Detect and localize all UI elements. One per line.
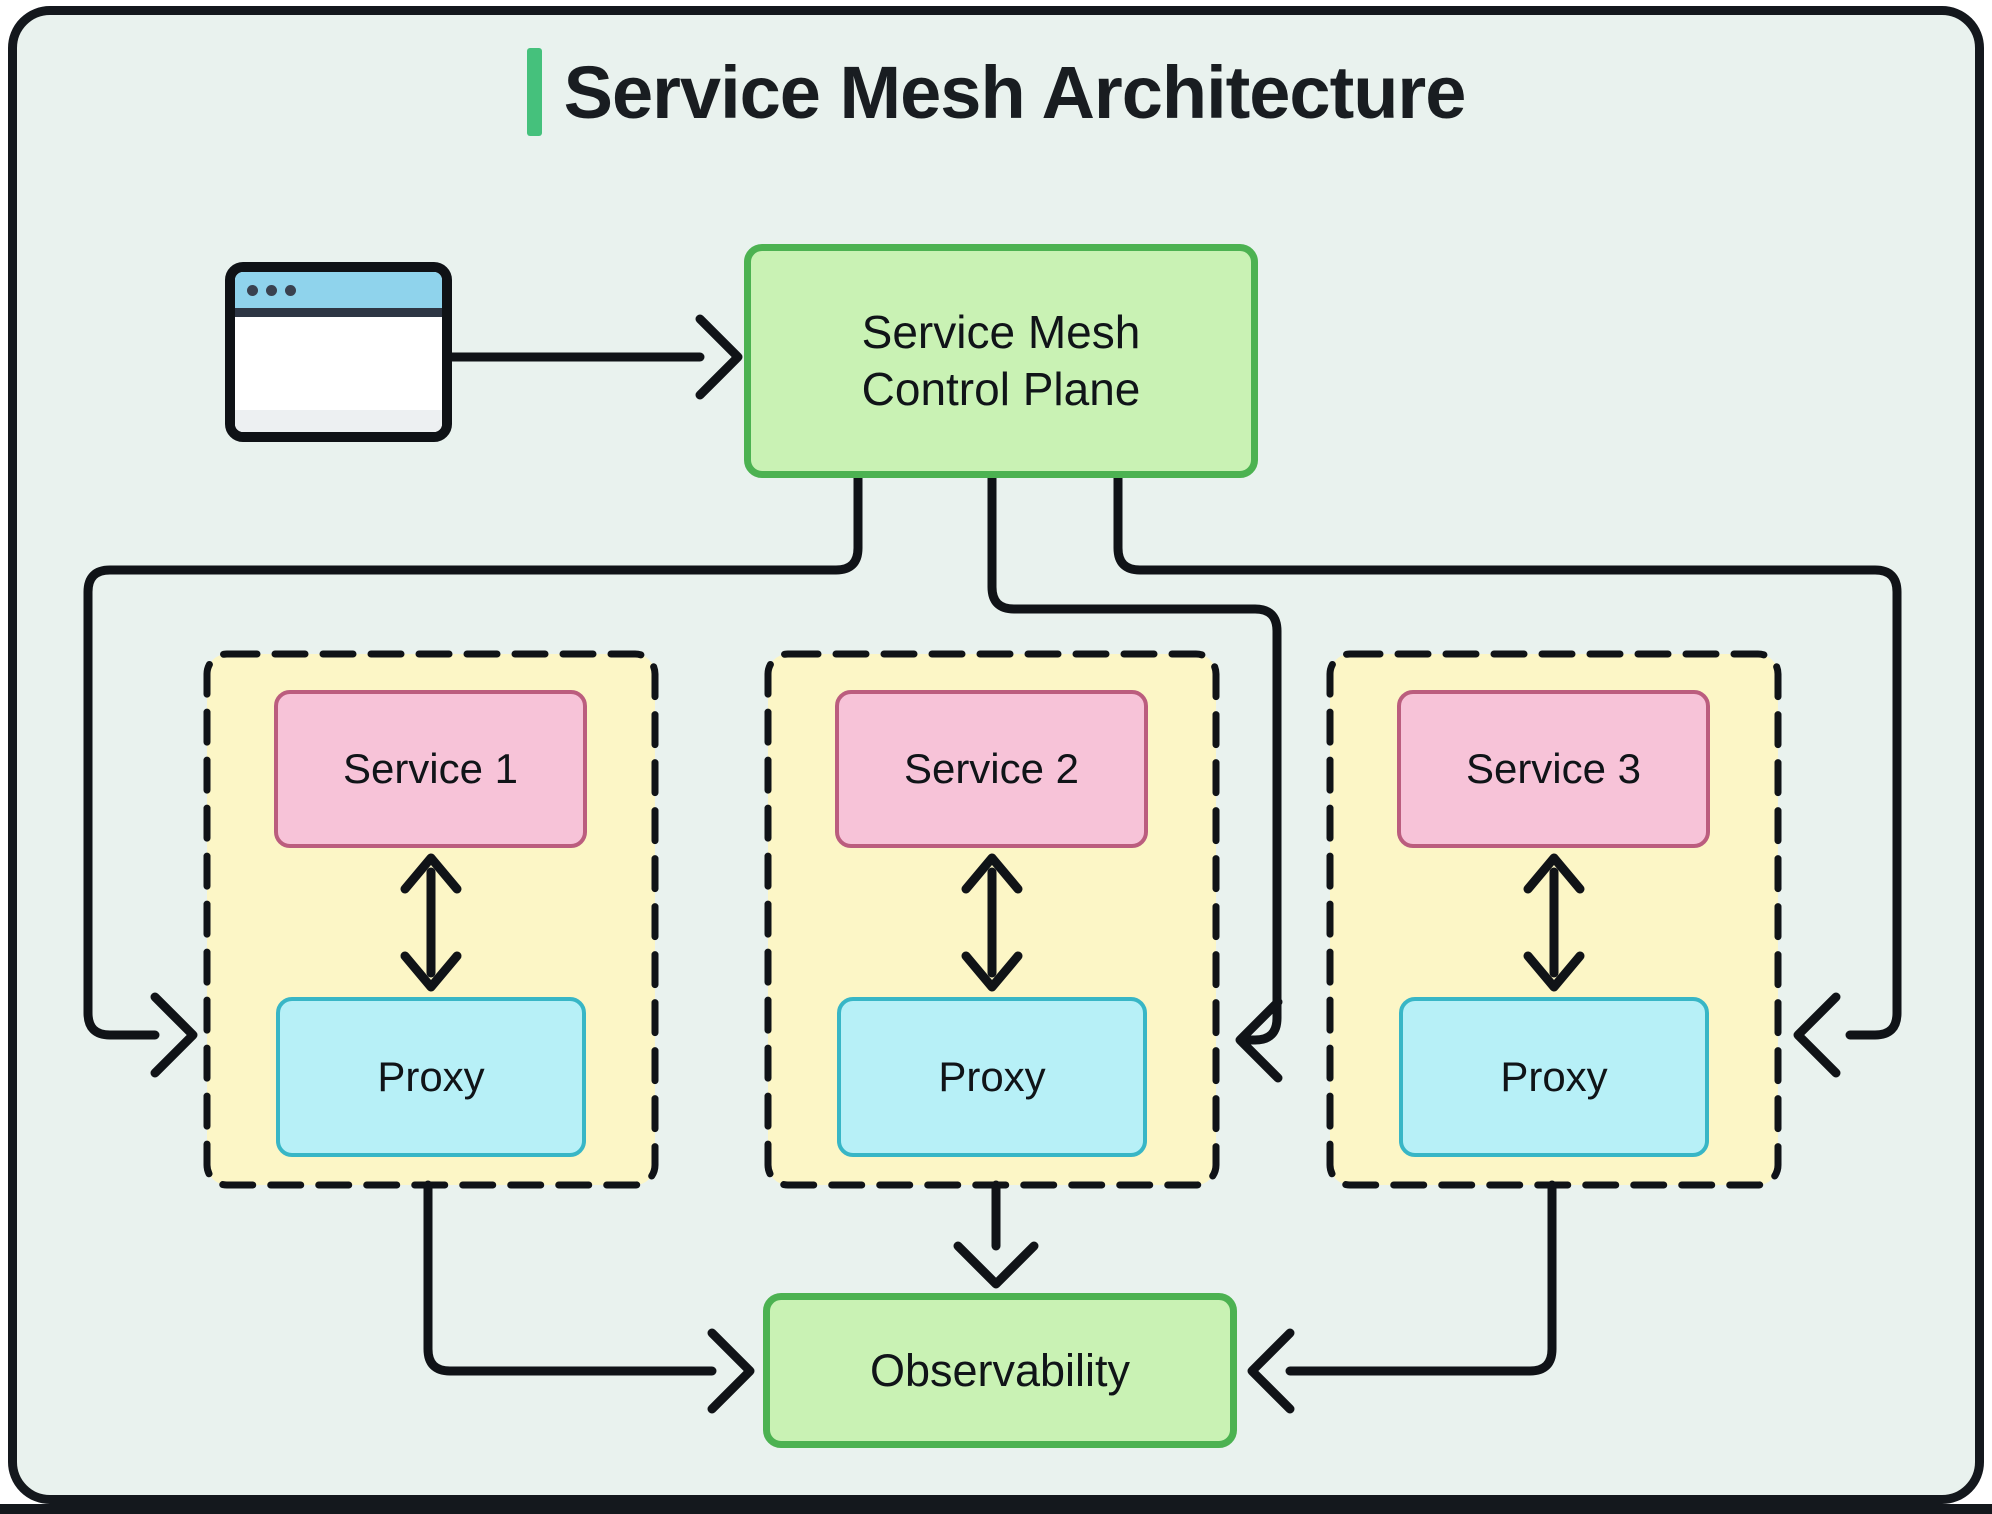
edge-pod3-to-observability <box>1285 1180 1557 1376</box>
arrowhead-up-pod2 <box>961 853 1023 894</box>
browser-dot-icon <box>247 284 258 296</box>
edge-control-plane-to-pod3 <box>1113 457 1902 1040</box>
title-accent-bar <box>526 48 542 136</box>
proxy3-node: Proxy <box>1399 997 1709 1157</box>
arrowhead-down-pod3 <box>1523 951 1585 992</box>
browser-dot-icon <box>266 284 277 296</box>
page-title: Service Mesh Architecture <box>563 50 1467 134</box>
arrowhead-control-plane-to-pod2 <box>1235 997 1283 1083</box>
arrowhead-pod2-to-observability <box>953 1241 1039 1289</box>
title-row: Service Mesh Architecture <box>0 44 1992 140</box>
service1-node: Service 1 <box>274 690 587 848</box>
arrowhead-pod3-to-observability <box>1247 1328 1295 1414</box>
proxy1-node: Proxy <box>276 997 586 1157</box>
arrowhead-up-pod1 <box>400 853 462 894</box>
arrowhead-control-plane-to-pod3 <box>1793 992 1841 1078</box>
service3-node: Service 3 <box>1397 690 1710 848</box>
browser-window-icon <box>225 262 452 442</box>
service2-node: Service 2 <box>835 690 1148 848</box>
arrowhead-down-pod2 <box>961 951 1023 992</box>
arrowhead-pod1-to-observability <box>707 1328 755 1414</box>
edge-control-plane-to-pod2 <box>987 457 1282 1045</box>
arrowhead-down-pod1 <box>400 951 462 992</box>
arrowhead-up-pod3 <box>1523 853 1585 894</box>
control-plane-node: Service Mesh Control Plane <box>744 244 1258 478</box>
bottom-edge-bar <box>0 1504 1992 1514</box>
edge-pod1-to-observability <box>423 1180 717 1376</box>
arrowhead-control-plane-to-pod1 <box>150 992 198 1078</box>
browser-footer <box>235 410 442 432</box>
control-plane-label: Service Mesh Control Plane <box>861 305 1141 416</box>
proxy2-node: Proxy <box>837 997 1147 1157</box>
browser-titlebar <box>235 272 442 317</box>
arrowhead-client-to-control-plane <box>695 314 743 400</box>
observability-node: Observability <box>763 1293 1237 1448</box>
browser-dot-icon <box>285 284 296 296</box>
edge-control-plane-to-pod1 <box>83 457 863 1040</box>
browser-page-area <box>235 317 442 410</box>
